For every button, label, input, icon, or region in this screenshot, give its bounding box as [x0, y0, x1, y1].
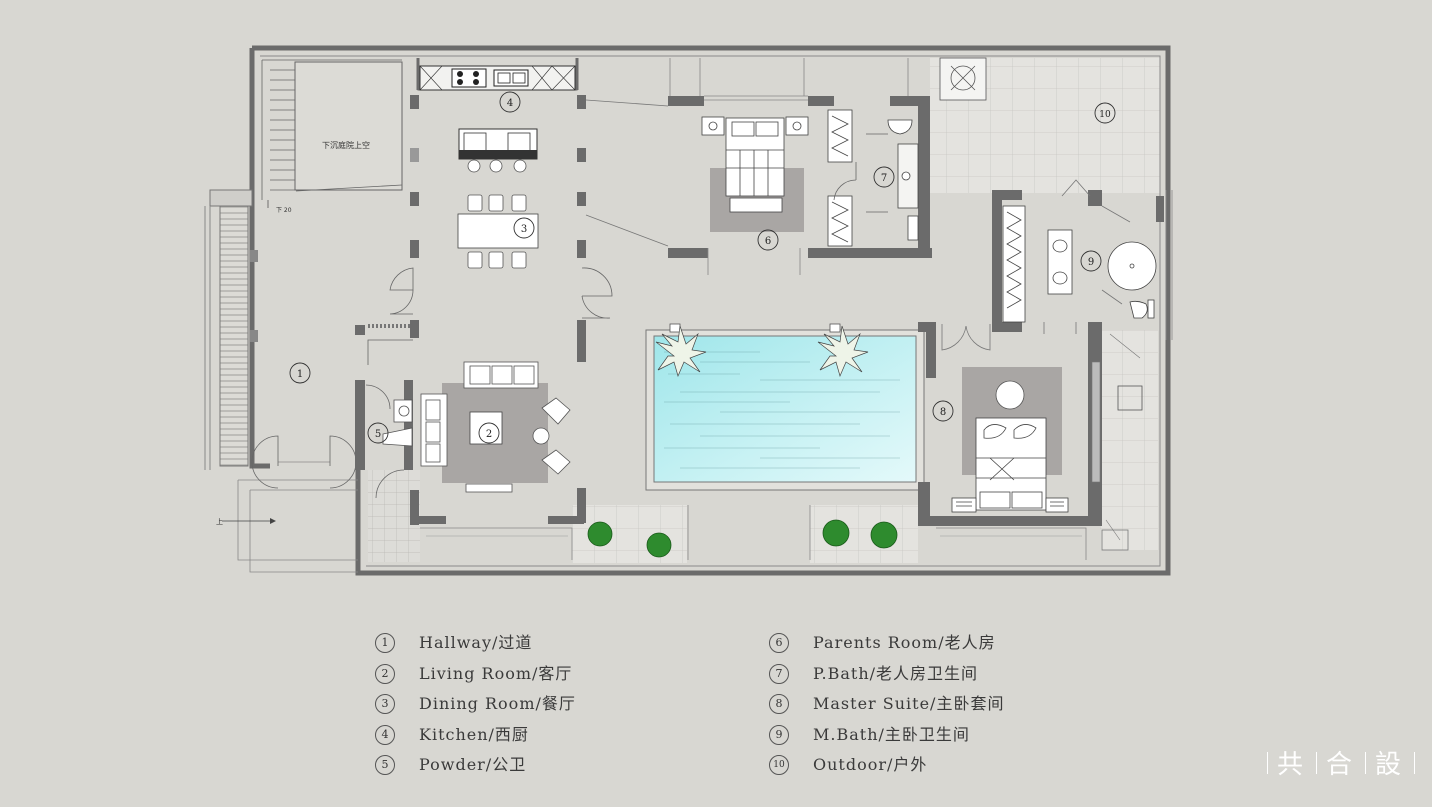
room-marker-5: 5	[375, 429, 381, 440]
legend-item: 10 Outdoor/户外	[769, 750, 1004, 781]
legend-text: Dining Room/餐厅	[419, 694, 576, 714]
legend-item: 9 M.Bath/主卧卫生间	[769, 720, 1004, 751]
legend-item: 8 Master Suite/主卧套间	[769, 689, 1004, 720]
logo-char: 設	[1375, 750, 1406, 780]
garden-plants	[587, 519, 898, 558]
room-marker-7: 7	[881, 173, 887, 184]
legend-left: 1 Hallway/过道 2 Living Room/客厅 3 Dining Room…	[375, 628, 576, 781]
room-marker-9: 9	[1088, 257, 1094, 268]
parents-room-walls	[668, 96, 932, 258]
room-marker-8: 8	[940, 407, 946, 418]
logo-divider	[1316, 751, 1318, 774]
void-label: 下沉庭院上空	[322, 140, 370, 150]
logo-char: 共	[1277, 750, 1308, 780]
legend-text: Kitchen/西厨	[419, 724, 529, 744]
outdoor-tiles-right	[1100, 330, 1158, 550]
legend-number: 7	[769, 663, 789, 684]
legend-right: 6 Parents Room/老人房 7 P.Bath/老人房卫生间 8 Master…	[769, 628, 1004, 781]
pool	[653, 335, 917, 483]
legend-number: 4	[375, 724, 395, 745]
logo-divider	[1267, 751, 1268, 774]
legend-item: 7 P.Bath/老人房卫生间	[769, 659, 1004, 690]
master-bed	[951, 417, 1069, 513]
legend-item: 4 Kitchen/西厨	[375, 720, 576, 751]
interior-walls	[355, 95, 586, 525]
room-marker-4: 4	[507, 98, 513, 109]
exterior-stair-left	[209, 189, 253, 207]
legend-item: 3 Dining Room/餐厅	[375, 689, 576, 720]
legend-number: 3	[375, 694, 395, 715]
logo-char: 合	[1326, 750, 1357, 780]
room-markers: 1 2 3 4 5 6 7 8 9 10	[289, 91, 1116, 444]
room-marker-10: 10	[1099, 110, 1111, 120]
legend-number: 9	[769, 724, 789, 745]
room-marker-1: 1	[297, 369, 303, 380]
legend-number: 2	[375, 663, 395, 684]
room-marker-6: 6	[765, 236, 771, 247]
brand-logo: 共 合 設	[1258, 744, 1424, 781]
kitchen-island	[458, 128, 538, 173]
stair-down-label: 下 20	[276, 207, 292, 214]
room-marker-2: 2	[486, 429, 492, 440]
legend-item: 1 Hallway/过道	[375, 628, 576, 659]
stair-void-steps	[261, 59, 402, 200]
master-bath-fixtures	[1002, 205, 1157, 323]
parents-bath-fixtures	[827, 109, 919, 247]
legend-item: 6 Parents Room/老人房	[769, 628, 1004, 659]
legend-text: P.Bath/老人房卫生间	[813, 663, 979, 683]
hall-doors	[365, 267, 613, 499]
entry-up-label: 上	[216, 517, 223, 526]
pool-plant-left	[655, 325, 707, 378]
legend-item: 5 Powder/公卫	[375, 750, 576, 781]
legend-text: Powder/公卫	[419, 755, 527, 775]
pool-ripples	[664, 351, 900, 469]
legend-number: 5	[375, 755, 395, 776]
exterior-stair-treads	[219, 205, 249, 467]
legend-text: Parents Room/老人房	[813, 633, 996, 653]
master-round-table	[995, 380, 1025, 410]
legend-text: Living Room/客厅	[419, 663, 573, 683]
legend-text: Hallway/过道	[419, 633, 533, 653]
logo-divider	[1414, 751, 1416, 774]
legend-text: M.Bath/主卧卫生间	[813, 724, 970, 744]
legend-number: 10	[769, 755, 789, 776]
logo-divider	[1365, 751, 1367, 774]
legend-number: 6	[769, 633, 789, 654]
legend-text: Outdoor/户外	[813, 755, 928, 775]
kitchen-counter	[419, 65, 576, 91]
legend-number: 1	[375, 633, 395, 654]
powder-fixtures	[382, 399, 413, 447]
legend-item: 2 Living Room/客厅	[375, 659, 576, 690]
pool-plant-right	[817, 325, 869, 378]
entry-steps	[237, 479, 358, 573]
parents-bed	[701, 116, 809, 213]
outdoor-ornament	[939, 57, 987, 101]
room-marker-3: 3	[521, 224, 527, 235]
legend-text: Master Suite/主卧套间	[813, 694, 1005, 714]
legend-number: 8	[769, 694, 789, 715]
